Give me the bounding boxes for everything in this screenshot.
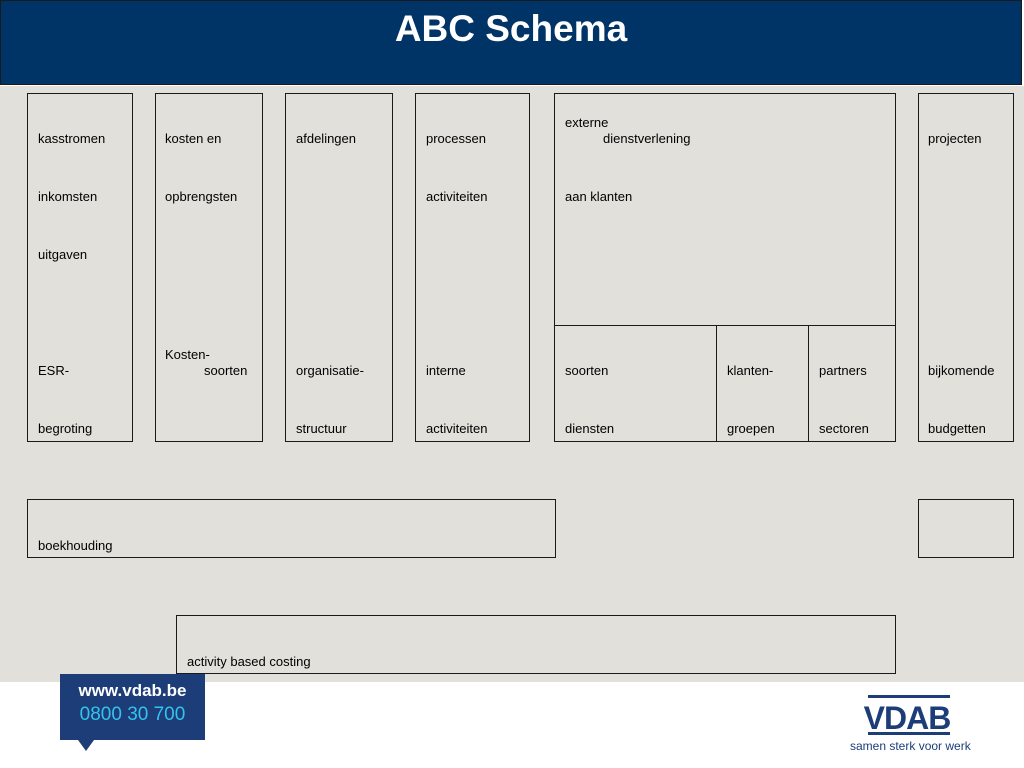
box-kasstromen — [27, 93, 133, 442]
label-groepen: groepen — [727, 421, 775, 436]
label-boekhouding: boekhouding — [38, 538, 113, 553]
label-kostensoorten-b: soorten — [204, 363, 248, 378]
label-sectoren: sectoren — [819, 421, 869, 436]
footer-tag-pointer — [78, 740, 94, 751]
label-bijkomende: bijkomende — [928, 363, 995, 378]
label-soorten: soorten — [565, 363, 609, 378]
box-boekhouding — [27, 499, 556, 558]
label-processen: processen — [426, 131, 486, 146]
footer-contact-tag — [60, 674, 205, 740]
label-budgetten: budgetten — [928, 421, 986, 436]
box-projecten — [918, 93, 1014, 442]
box-kosten — [155, 93, 263, 442]
label-organisatie: organisatie- — [296, 363, 364, 378]
logo-top-line — [868, 695, 950, 698]
schema-canvas: kasstromen inkomsten uitgaven ESR- begro… — [0, 86, 1024, 682]
box-processen — [415, 93, 530, 442]
header-bar — [0, 0, 1022, 85]
box-empty-right — [918, 499, 1014, 558]
box-partners — [808, 325, 896, 442]
label-esr: ESR- — [38, 363, 70, 378]
footer-phone: 0800 30 700 — [79, 704, 186, 725]
logo-bottom-line — [868, 732, 950, 735]
logo-name: VDAB — [863, 700, 952, 736]
label-inkomsten: inkomsten — [38, 189, 98, 204]
footer-url-link[interactable]: www.vdab.be — [78, 681, 187, 700]
label-interne: interne — [426, 363, 466, 378]
box-abc — [176, 615, 896, 674]
label-dienstverlening: dienstverlening — [603, 131, 691, 146]
label-activiteiten: activiteiten — [426, 189, 488, 204]
label-partners: partners — [819, 363, 867, 378]
label-kosten-en: kosten en — [165, 131, 222, 146]
box-afdelingen — [285, 93, 393, 442]
label-begroting: begroting — [38, 421, 93, 436]
logo-tagline: samen sterk voor werk — [850, 739, 971, 753]
page-title: ABC Schema — [394, 8, 628, 49]
label-projecten: projecten — [928, 131, 982, 146]
label-aan-klanten: aan klanten — [565, 189, 633, 204]
label-klanten: klanten- — [727, 363, 774, 378]
label-diensten: diensten — [565, 421, 615, 436]
label-kasstromen: kasstromen — [38, 131, 106, 146]
label-kostensoorten-a: Kosten- — [165, 347, 210, 362]
label-opbrengsten: opbrengsten — [165, 189, 238, 204]
label-interne-activiteiten: activiteiten — [426, 421, 488, 436]
vdab-logo: VDAB samen sterk voor werk — [842, 692, 992, 762]
label-uitgaven: uitgaven — [38, 247, 88, 262]
label-structuur: structuur — [296, 421, 347, 436]
label-afdelingen: afdelingen — [296, 131, 356, 146]
label-abc: activity based costing — [187, 654, 311, 669]
label-externe: externe — [565, 115, 609, 130]
